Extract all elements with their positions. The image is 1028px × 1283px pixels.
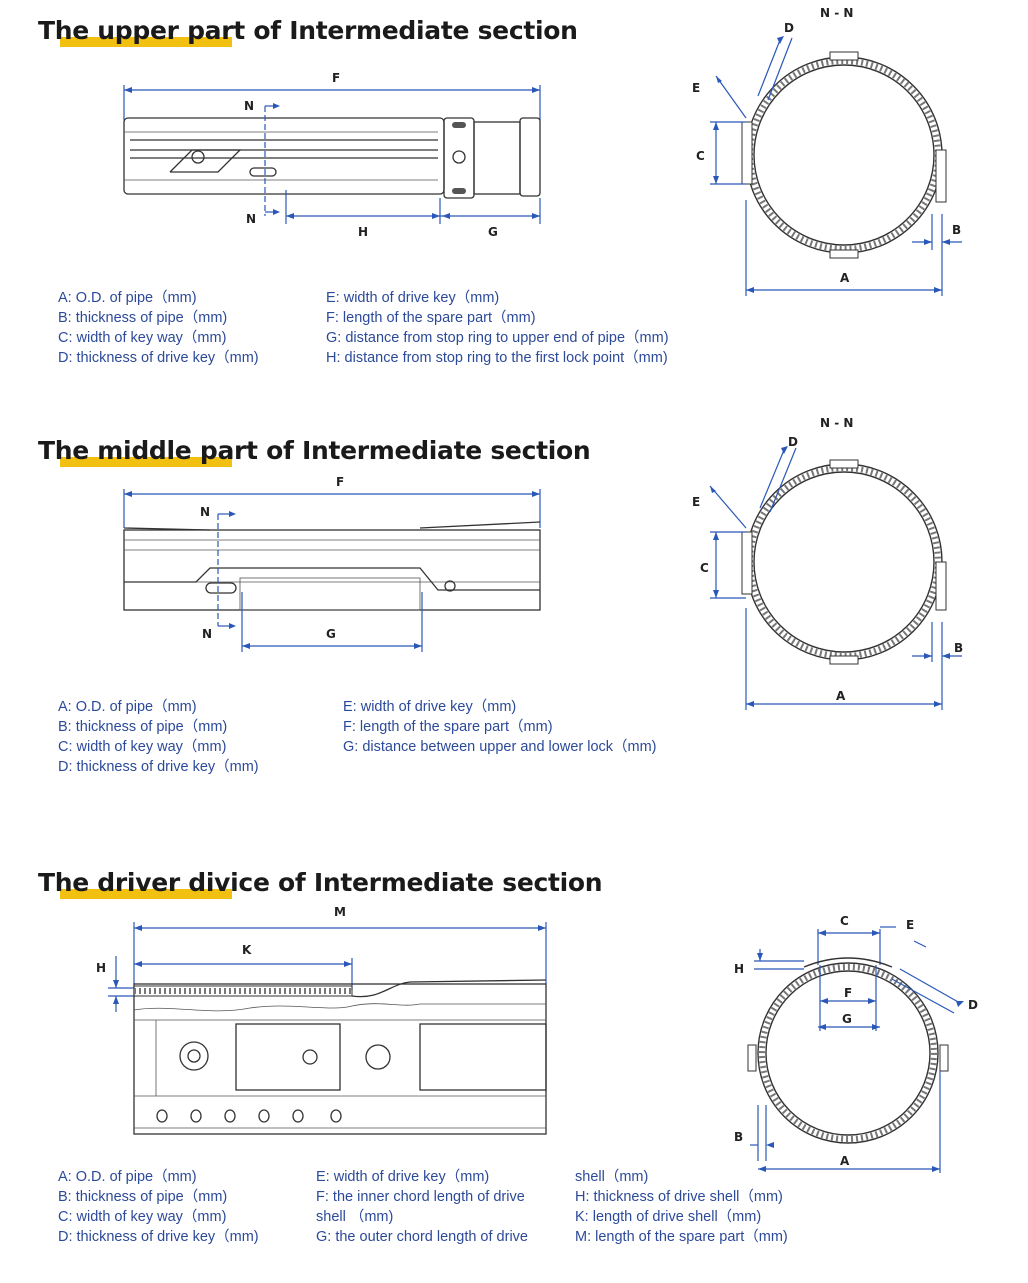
legend-item: D: thickness of drive key（mm) <box>58 350 259 366</box>
legend-item: G: distance between upper and lower lock… <box>343 739 657 755</box>
legend-item: D: thickness of drive key（mm) <box>58 759 259 775</box>
section-mark-N-bottom: N <box>202 627 212 641</box>
circle-label-E: E <box>692 495 700 509</box>
legend-item: G: distance from stop ring to upper end … <box>326 330 669 346</box>
legend-item: F: length of the spare part（mm) <box>326 310 536 326</box>
circle-label-A: A <box>840 271 850 285</box>
middle-side-view-diagram: F N N G <box>123 475 541 652</box>
legend-item: G: the outer chord length of drive <box>316 1229 528 1245</box>
upper-side-view-diagram: F N N H G <box>123 71 541 239</box>
legend-item: shell（mm) <box>575 1169 649 1185</box>
legend-item: E: width of drive key（mm) <box>316 1169 490 1185</box>
legend-item: C: width of key way（mm) <box>58 739 227 755</box>
legend-upper-left: A: O.D. of pipe（mm) B: thickness of pipe… <box>58 288 259 368</box>
legend-upper-right: E: width of drive key（mm) F: length of t… <box>326 288 669 368</box>
legend-item: B: thickness of pipe（mm) <box>58 719 228 735</box>
legend-driver-col1: A: O.D. of pipe（mm) B: thickness of pipe… <box>58 1167 259 1247</box>
dim-label-H: H <box>96 961 106 975</box>
title-highlight <box>60 457 232 467</box>
circle-label-D: D <box>968 998 978 1012</box>
legend-item: shell （mm) <box>316 1209 394 1225</box>
circle-label-E: E <box>692 81 700 95</box>
circle-label-A: A <box>836 689 846 703</box>
legend-item: A: O.D. of pipe（mm) <box>58 699 197 715</box>
section-title-middle: The middle part of Intermediate section <box>38 436 591 465</box>
circle-label-A: A <box>840 1154 850 1168</box>
circle-label-C: C <box>696 149 705 163</box>
circle-label-B: B <box>952 223 961 237</box>
circle-label-F: F <box>844 986 852 1000</box>
legend-item: M: length of the spare part（mm) <box>575 1229 788 1245</box>
dim-label-H: H <box>358 225 368 239</box>
title-highlight <box>60 37 232 47</box>
legend-driver-col3: shell（mm) H: thickness of drive shell（mm… <box>575 1167 788 1247</box>
middle-cross-section-diagram: N - N D E C B A <box>692 416 963 710</box>
dim-label-F: F <box>332 71 340 85</box>
legend-item: C: width of key way（mm) <box>58 330 227 346</box>
legend-middle-left: A: O.D. of pipe（mm) B: thickness of pipe… <box>58 697 259 777</box>
legend-item: F: the inner chord length of drive <box>316 1189 525 1205</box>
circle-label-C: C <box>840 914 849 928</box>
circle-label-E: E <box>906 918 914 932</box>
circle-label-B: B <box>954 641 963 655</box>
section-title-upper: The upper part of Intermediate section <box>38 16 578 45</box>
section-mark-N-top: N <box>200 505 210 519</box>
section-label-NN: N - N <box>820 416 853 430</box>
section-mark-N-top: N <box>244 99 254 113</box>
upper-cross-section-diagram: N - N D E C B A <box>692 6 962 296</box>
legend-middle-right: E: width of drive key（mm) F: length of t… <box>343 697 657 757</box>
circle-label-D: D <box>788 435 798 449</box>
circle-label-H: H <box>734 962 744 976</box>
legend-item: D: thickness of drive key（mm) <box>58 1229 259 1245</box>
legend-item: H: thickness of drive shell（mm) <box>575 1189 783 1205</box>
legend-item: E: width of drive key（mm) <box>343 699 517 715</box>
legend-item: C: width of key way（mm) <box>58 1209 227 1225</box>
legend-driver-col2: E: width of drive key（mm) F: the inner c… <box>316 1167 528 1247</box>
dim-label-M: M <box>334 905 346 919</box>
legend-item: H: distance from stop ring to the first … <box>326 350 668 366</box>
title-highlight <box>60 889 232 899</box>
section-label-NN: N - N <box>820 6 853 20</box>
legend-item: B: thickness of pipe（mm) <box>58 310 228 326</box>
legend-item: E: width of drive key（mm) <box>326 290 500 306</box>
dim-label-G: G <box>488 225 498 239</box>
circle-label-D: D <box>784 21 794 35</box>
circle-label-G: G <box>842 1012 852 1026</box>
legend-item: F: length of the spare part（mm) <box>343 719 553 735</box>
dim-label-F: F <box>336 475 344 489</box>
legend-item: A: O.D. of pipe（mm) <box>58 1169 197 1185</box>
legend-item: K: length of drive shell（mm) <box>575 1209 762 1225</box>
legend-item: B: thickness of pipe（mm) <box>58 1189 228 1205</box>
driver-cross-section-diagram: C E H F G D B A <box>734 914 978 1173</box>
section-mark-N-bottom: N <box>246 212 256 226</box>
circle-label-B: B <box>734 1130 743 1144</box>
circle-label-C: C <box>700 561 709 575</box>
driver-side-view-diagram: M K H <box>96 905 547 1135</box>
dim-label-K: K <box>242 943 252 957</box>
legend-item: A: O.D. of pipe（mm) <box>58 290 197 306</box>
dim-label-G: G <box>326 627 336 641</box>
section-title-driver: The driver divice of Intermediate sectio… <box>38 868 603 897</box>
